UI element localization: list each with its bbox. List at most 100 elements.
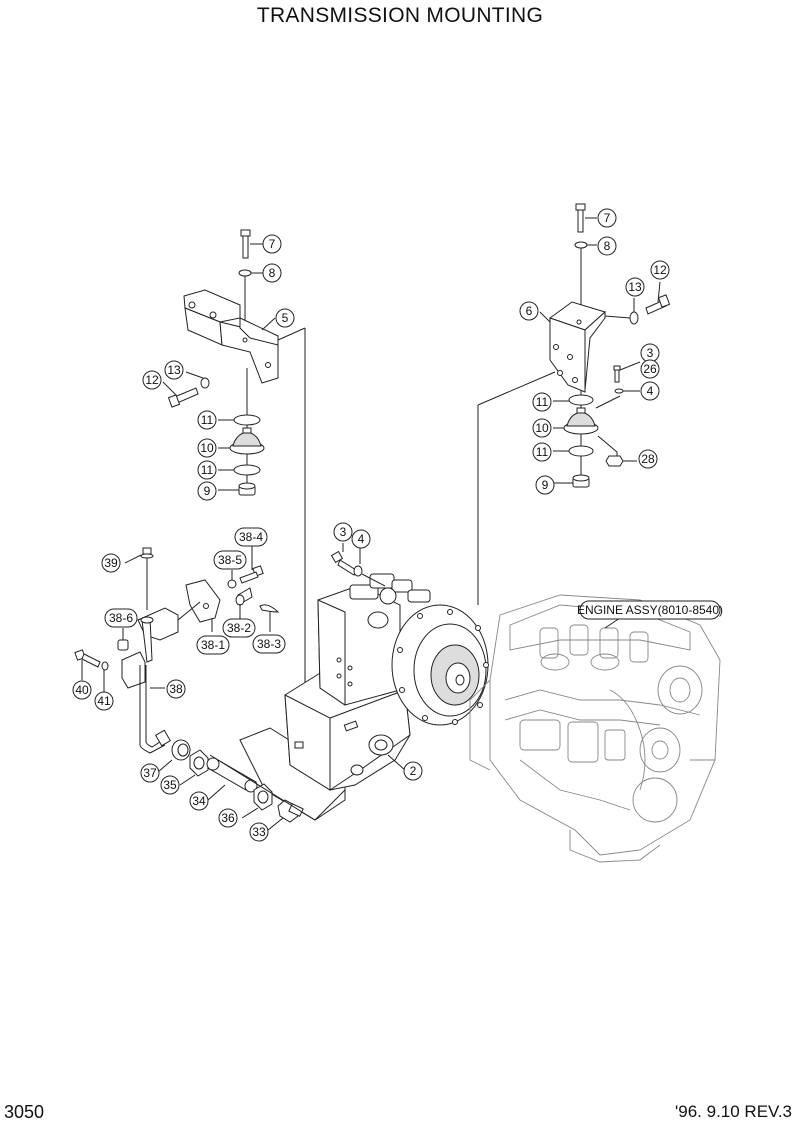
engine-label-box [579, 600, 721, 620]
callout-38-3: 38-3 [252, 634, 286, 654]
callout-9: 9 [197, 481, 217, 501]
bolt-12-left [167, 387, 199, 408]
callout-39: 39 [101, 553, 121, 573]
nut-35 [189, 749, 209, 777]
callout-13: 13 [164, 360, 184, 380]
washer-8-left [238, 269, 252, 277]
callout-40: 40 [72, 680, 92, 700]
transmission-2 [239, 573, 489, 821]
callout-label: 2 [410, 764, 417, 778]
callout-8: 8 [597, 236, 617, 256]
bolt-38-4 [239, 565, 264, 584]
callout-28: 28 [638, 449, 658, 469]
tube-34 [206, 757, 258, 793]
callout-10: 10 [532, 418, 552, 438]
callout-7: 7 [262, 234, 282, 254]
callout-label: 3 [647, 346, 654, 360]
washer-11-left-bottom [233, 464, 261, 476]
callout-5: 5 [275, 308, 295, 328]
callout-label: 10 [535, 421, 549, 435]
callout-label: 4 [358, 532, 365, 546]
callout-label: 26 [643, 362, 657, 376]
callout-label: 11 [536, 445, 549, 459]
callout-label: 7 [269, 237, 276, 251]
callout-label: 37 [143, 766, 157, 780]
fittings-group [157, 739, 316, 831]
bolt-3-center [330, 550, 357, 576]
callout-label: 38-4 [239, 530, 263, 544]
washer-4-center [353, 565, 363, 577]
callout-35: 35 [160, 775, 180, 795]
callout-9: 9 [535, 475, 555, 495]
callout-label: 40 [75, 683, 89, 697]
page-title: TRANSMISSION MOUNTING [256, 4, 544, 27]
callout-label: 3 [340, 525, 347, 539]
callout-label: 12 [653, 263, 667, 277]
callout-33: 33 [249, 822, 269, 842]
callout-4: 4 [351, 529, 371, 549]
callout-label: 41 [97, 694, 111, 708]
callout-label: 28 [641, 452, 655, 466]
callout-label: 12 [145, 373, 159, 387]
nut-9-right [572, 474, 590, 488]
bolt-12-right [645, 294, 671, 315]
callout-11: 11 [197, 460, 217, 480]
callout-38-4: 38-4 [234, 527, 268, 547]
page-number: 3050 [4, 1102, 45, 1122]
washer-8-right [574, 241, 588, 249]
callout-label: 11 [536, 395, 549, 409]
engine-assembly-ghost [469, 594, 721, 863]
callout-10: 10 [197, 438, 217, 458]
callout-label: 8 [604, 239, 611, 253]
callout-label: 9 [204, 484, 211, 498]
callout-label: 34 [192, 794, 206, 808]
callout-3: 3 [333, 522, 353, 542]
washer-4-right [614, 388, 624, 394]
callout-label: 11 [201, 413, 214, 427]
callout-38-2: 38-2 [222, 618, 256, 638]
callout-label: 6 [526, 304, 533, 318]
nut-28 [605, 455, 624, 467]
bolt-7-left [240, 229, 251, 259]
callout-4: 4 [640, 381, 660, 401]
dipstick-assembly [74, 546, 280, 754]
callout-label: 33 [252, 825, 266, 839]
cotter-pin-38-3 [259, 604, 280, 613]
bracket-6 [548, 301, 606, 393]
right-mount-assembly [477, 203, 671, 605]
callout-label: 10 [200, 441, 214, 455]
bushing-38-6 [117, 639, 129, 651]
callout-label: 36 [221, 811, 235, 825]
washer-41 [101, 661, 109, 671]
bolt-7-right [575, 203, 586, 233]
callout-11: 11 [532, 442, 552, 462]
rubber-mount-10-left [229, 427, 265, 455]
callout-13: 13 [625, 277, 645, 297]
callout-12: 12 [650, 260, 670, 280]
callout-34: 34 [189, 791, 209, 811]
callout-12: 12 [142, 370, 162, 390]
bracket-5 [183, 289, 279, 384]
washer-38-5 [227, 579, 237, 589]
callout-label: 38-1 [201, 638, 225, 652]
left-mount-assembly [162, 229, 306, 700]
callout-label: 38-3 [257, 637, 281, 651]
rubber-mount-10-right [563, 407, 599, 435]
washer-11-right-top [568, 394, 594, 406]
callout-38-1: 38-1 [196, 635, 230, 655]
bolt-40 [74, 649, 101, 668]
nut-9-left [238, 482, 256, 496]
callout-label: 4 [647, 384, 654, 398]
callout-7: 7 [597, 208, 617, 228]
callout-37: 37 [140, 763, 160, 783]
pin-38-2 [235, 587, 253, 606]
callout-26: 26 [640, 359, 660, 379]
fitting-33 [277, 799, 304, 823]
callout-label: 13 [167, 363, 181, 377]
callout-label: 38-6 [109, 611, 133, 625]
callout-label: 9 [542, 478, 549, 492]
washer-13-right [629, 311, 639, 325]
callout-label: 38 [169, 682, 183, 696]
